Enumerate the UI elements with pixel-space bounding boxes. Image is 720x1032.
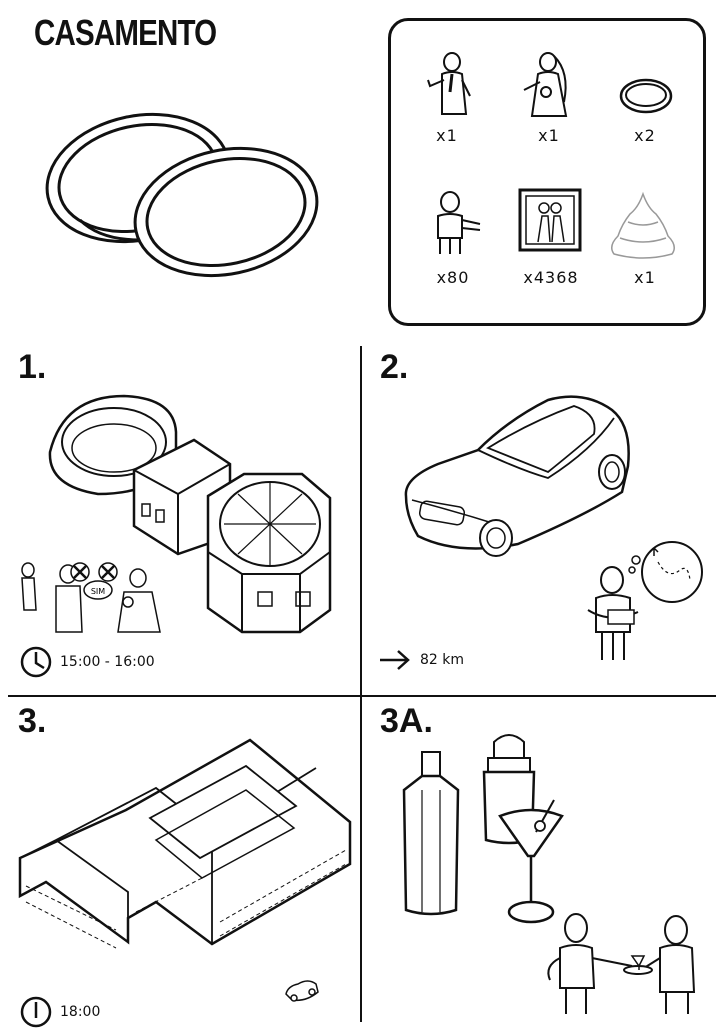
car-illustration	[398, 386, 638, 566]
photo-frame-icon	[518, 188, 582, 252]
vertical-divider	[360, 346, 362, 1022]
step-1-number: 1.	[18, 348, 47, 386]
guest-figure-icon	[424, 190, 484, 254]
page-title: CASAMENTO	[34, 12, 217, 53]
venue-building-illustration	[16, 736, 356, 976]
part-quantity-cake: x1	[634, 268, 656, 287]
ring-icon	[618, 76, 674, 116]
arrow-right-icon	[380, 650, 410, 670]
step-3-number: 3.	[18, 702, 47, 740]
part-quantity-ring: x2	[634, 126, 656, 145]
chapel-building-illustration	[44, 386, 334, 642]
wedding-ceremony-figures: SIM	[16, 556, 166, 636]
bottle-illustration	[398, 750, 464, 918]
parts-list-box	[388, 18, 706, 326]
clock-icon	[20, 646, 52, 678]
waiter-serving-figures	[540, 908, 712, 1014]
step-1-time: 15:00 - 16:00	[20, 646, 155, 678]
part-quantity-bride: x1	[538, 126, 560, 145]
thinking-person-figure	[584, 540, 708, 660]
part-quantity-photos: x4368	[523, 268, 579, 287]
martini-glass-illustration	[496, 796, 566, 928]
wedding-cake-icon	[608, 190, 678, 262]
step-3-time: 18:00	[20, 996, 100, 1028]
step-3a-number: 3A.	[380, 702, 433, 740]
groom-figure-icon	[422, 52, 474, 120]
step-2-number: 2.	[380, 348, 409, 386]
step-3-time-label: 18:00	[60, 1004, 101, 1020]
bride-figure-icon	[520, 52, 576, 120]
step-2-distance-label: 82 km	[420, 652, 465, 668]
speech-bubble-text: SIM	[91, 587, 105, 596]
small-car-illustration	[284, 976, 320, 1004]
step-1-time-label: 15:00 - 16:00	[60, 654, 155, 670]
wedding-rings-illustration	[40, 100, 340, 300]
step-2-distance: 82 km	[378, 648, 464, 672]
part-quantity-groom: x1	[436, 126, 458, 145]
part-quantity-guests: x80	[436, 268, 470, 287]
clock-icon	[20, 996, 52, 1028]
horizontal-divider	[8, 695, 716, 697]
